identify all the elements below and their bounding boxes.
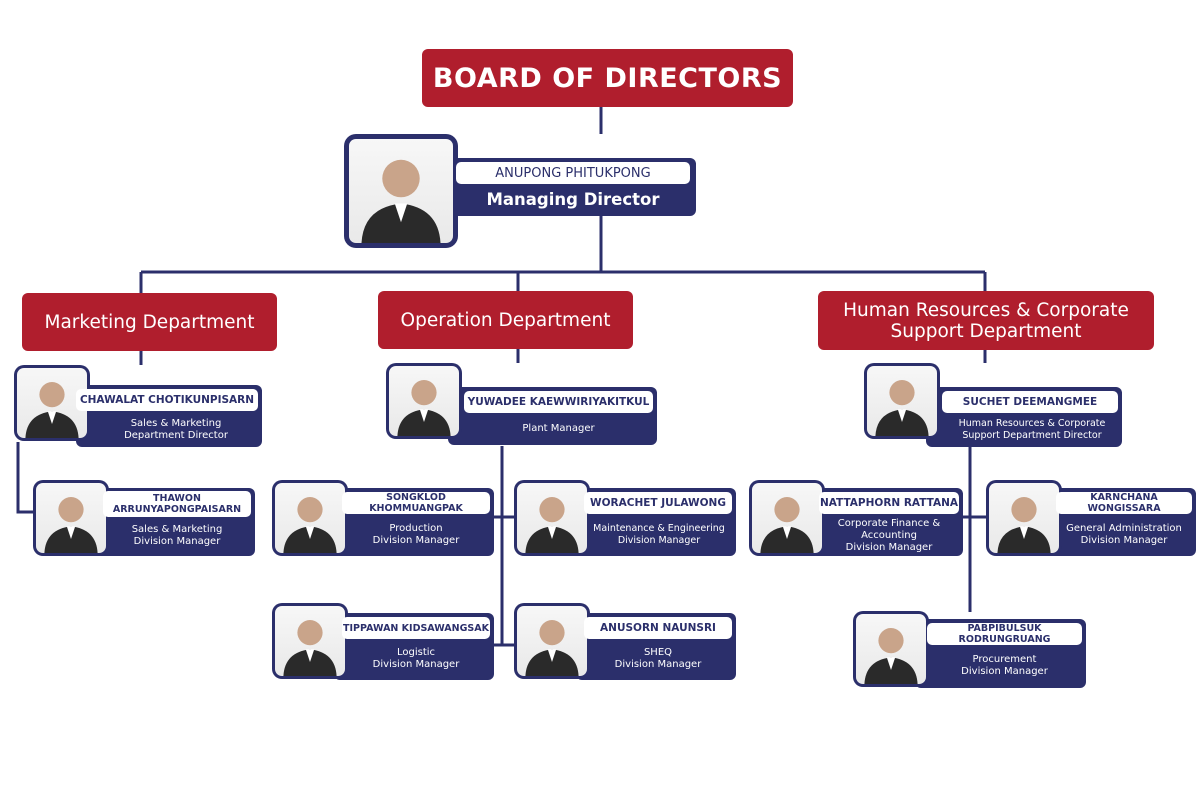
person-icon (997, 497, 1051, 553)
person-icon (25, 382, 79, 438)
person-photo (514, 603, 590, 679)
person-title: General Administration Division Manager (1066, 523, 1182, 546)
person-title: Production Division Manager (372, 523, 460, 546)
marketing-department-label: Marketing Department (44, 311, 255, 333)
marketing-department-box: Marketing Department (22, 293, 277, 351)
person-photo (864, 363, 940, 439)
board-of-directors-box: BOARD OF DIRECTORS (422, 49, 793, 107)
person-title: Sales & Marketing Division Manager (131, 524, 223, 547)
person-name: CHAWALAT CHOTIKUNPISARN (76, 389, 258, 411)
person-photo (986, 480, 1062, 556)
hr-department-box: Human Resources & Corporate Support Depa… (818, 291, 1154, 350)
person-title: Human Resources & Corporate Support Depa… (958, 418, 1106, 441)
person-name: PABPIBULSUK RODRUNGRUANG (927, 623, 1082, 645)
person-title: Corporate Finance & Accounting Division … (837, 518, 941, 553)
person-photo (272, 480, 348, 556)
person-name: SONGKLOD KHOMMUANGPAK (342, 492, 490, 514)
person-title: Logistic Division Manager (372, 647, 460, 670)
person-icon (44, 497, 98, 553)
md-title: Managing Director (486, 189, 660, 209)
hr-department-label: Human Resources & Corporate Support Depa… (843, 299, 1129, 342)
person-photo (272, 603, 348, 679)
person-name: THAWON ARRUNYAPONGPAISARN (103, 491, 251, 517)
person-photo (33, 480, 109, 556)
person-photo (386, 363, 462, 439)
person-name: TIPPAWAN KIDSAWANGSAK (342, 617, 490, 639)
md-name: ANUPONG PHITUKPONG (456, 162, 690, 184)
person-name: NATTAPHORN RATTANA (819, 492, 959, 514)
person-name: ANUSORN NAUNSRI (584, 617, 732, 639)
person-title: Maintenance & Engineering Division Manag… (593, 523, 725, 546)
person-photo (853, 611, 929, 687)
person-icon (361, 159, 441, 243)
person-name: WORACHET JULAWONG (584, 492, 732, 514)
person-title: Plant Manager (522, 423, 595, 434)
board-label: BOARD OF DIRECTORS (432, 62, 783, 94)
person-name: YUWADEE KAEWWIRIYAKITKUL (464, 391, 653, 413)
person-icon (875, 380, 929, 436)
person-photo (749, 480, 825, 556)
person-photo (514, 480, 590, 556)
person-name: KARNCHANA WONGISSARA (1056, 492, 1192, 514)
person-icon (864, 628, 918, 684)
person-icon (525, 620, 579, 676)
person-title: SHEQ Division Manager (614, 647, 702, 670)
person-title: Sales & Marketing Department Director (124, 418, 228, 441)
person-title: Procurement Division Manager (961, 654, 1048, 677)
person-icon (525, 497, 579, 553)
md-photo (344, 134, 458, 248)
person-name: SUCHET DEEMANGMEE (942, 391, 1118, 413)
operation-department-label: Operation Department (400, 309, 611, 331)
person-icon (397, 380, 451, 436)
person-icon (283, 497, 337, 553)
person-icon (760, 497, 814, 553)
person-icon (283, 620, 337, 676)
operation-department-box: Operation Department (378, 291, 633, 349)
